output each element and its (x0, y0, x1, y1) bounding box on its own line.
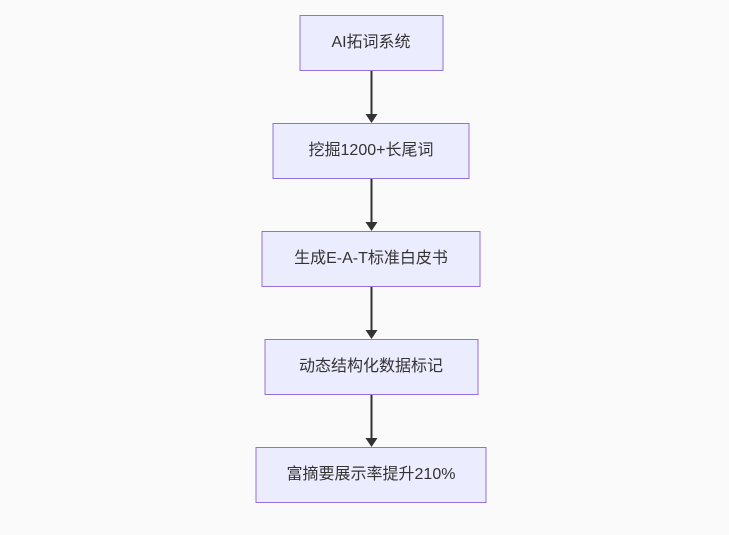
arrow-down-icon (365, 114, 377, 123)
flow-node-ai-expand-system: AI拓词系统 (299, 15, 443, 71)
flow-node-label: 挖掘1200+长尾词 (308, 142, 434, 159)
flowchart: AI拓词系统 挖掘1200+长尾词 生成E-A-T标准白皮书 动态结构化数据标记… (255, 15, 487, 503)
flow-node-label: 动态结构化数据标记 (298, 358, 443, 375)
edge-line (370, 71, 372, 114)
flow-node-label: AI拓词系统 (331, 34, 411, 51)
edge-line (370, 287, 372, 330)
edge-line (370, 179, 372, 222)
arrow-down-icon (365, 222, 377, 231)
flow-node-rich-snippet-rate: 富摘要展示率提升210% (255, 447, 487, 503)
edge-3-4 (365, 287, 377, 339)
arrow-down-icon (365, 438, 377, 447)
flow-node-eat-whitepaper: 生成E-A-T标准白皮书 (261, 231, 481, 287)
flow-node-structured-data-markup: 动态结构化数据标记 (264, 339, 478, 395)
arrow-down-icon (365, 330, 377, 339)
flow-node-label: 富摘要展示率提升210% (286, 466, 456, 483)
edge-1-2 (365, 71, 377, 123)
flow-node-label: 生成E-A-T标准白皮书 (294, 250, 448, 267)
flow-node-longtail-keywords: 挖掘1200+长尾词 (272, 123, 470, 179)
edge-2-3 (365, 179, 377, 231)
edge-4-5 (365, 395, 377, 447)
edge-line (370, 395, 372, 438)
